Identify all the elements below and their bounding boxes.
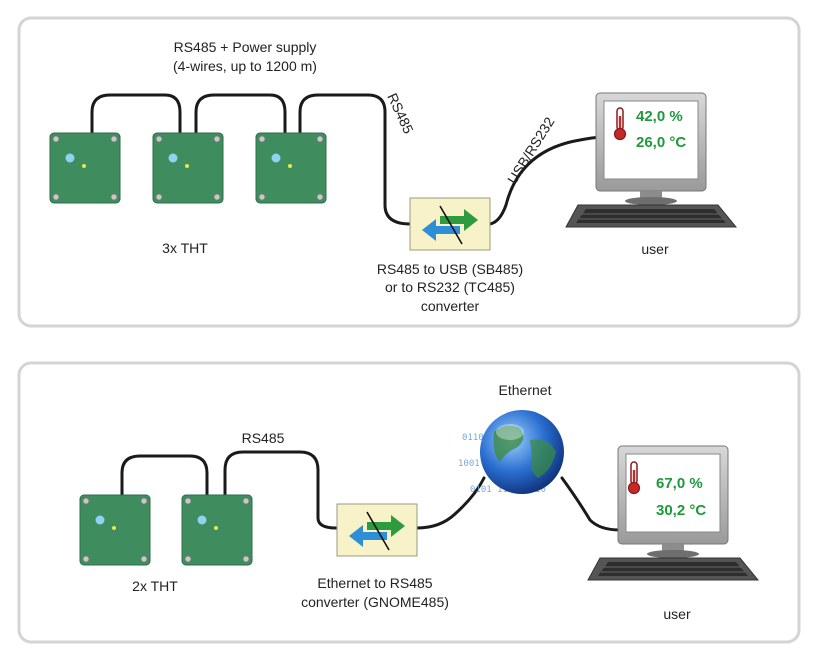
top-sensor-1 <box>49 132 121 204</box>
top-monitor-humidity: 42,0 % <box>636 108 683 125</box>
bottom-converter <box>336 503 418 557</box>
top-sensor-2 <box>152 132 224 204</box>
top-sensors-label: 3x THT <box>162 240 208 256</box>
top-monitor-temperature: 26,0 °C <box>636 134 687 151</box>
bottom-sensor-1 <box>79 494 151 566</box>
bottom-rs485-label: RS485 <box>241 430 285 446</box>
top-cable-title-line2: (4-wires, up to 1200 m) <box>173 58 317 74</box>
bottom-sensors-label: 2x THT <box>132 578 178 594</box>
top-converter <box>409 197 491 251</box>
bottom-monitor-temperature: 30,2 °C <box>656 502 707 519</box>
top-user-label: user <box>641 241 669 257</box>
top-sensor-3 <box>255 132 327 204</box>
bottom-user-label: user <box>663 606 691 622</box>
top-converter-line1: RS485 to USB (SB485) <box>376 261 524 277</box>
bottom-converter-line2: converter (GNOME485) <box>301 594 449 610</box>
bottom-ethernet-label: Ethernet <box>498 382 552 398</box>
bottom-converter-line1: Ethernet to RS485 <box>317 575 433 591</box>
top-cable-title-line1: RS485 + Power supply <box>173 39 317 55</box>
top-cables <box>90 93 608 226</box>
bottom-sensor-2 <box>181 494 253 566</box>
top-converter-line3: converter <box>420 298 480 314</box>
bottom-cables <box>120 450 622 532</box>
bottom-monitor-humidity: 67,0 % <box>656 475 703 492</box>
top-converter-line2: or to RS232 (TC485) <box>385 279 515 295</box>
